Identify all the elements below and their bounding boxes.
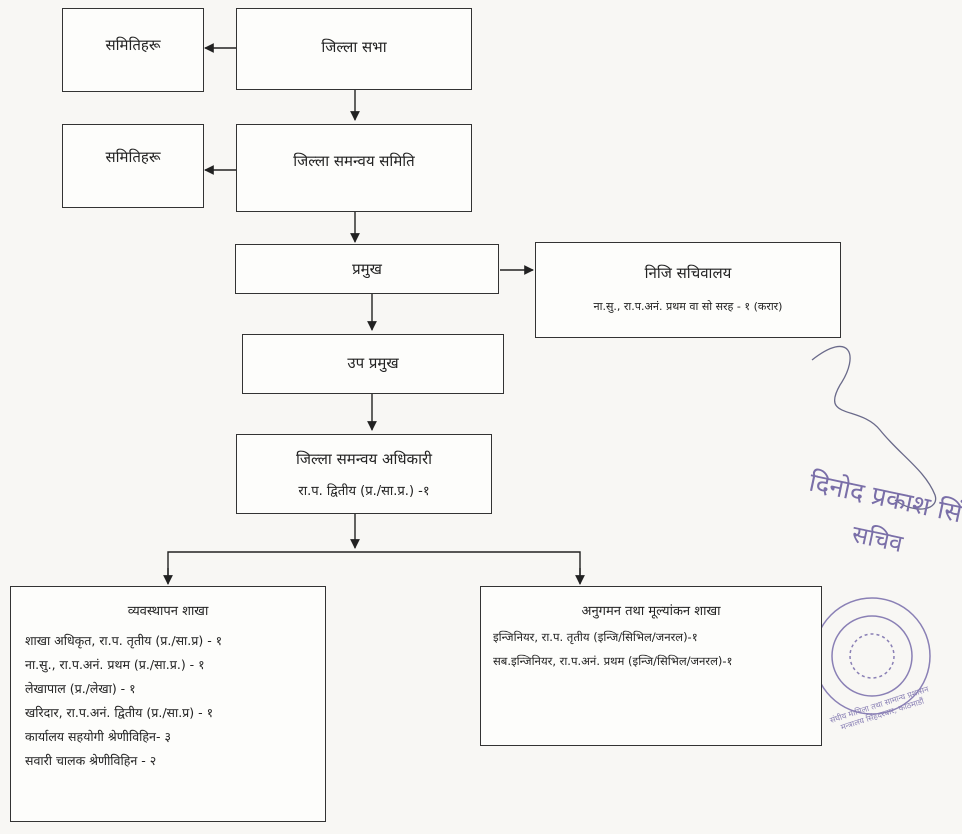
admin-branch-list: शाखा अधिकृत, रा.प. तृतीय (प्र./सा.प्र) -… [25,629,222,773]
admin-branch-row: खरिदार, रा.प.अनं. द्वितीय (प्र./सा.प्र) … [25,705,214,720]
monitoring-branch-list: इन्जिनियर, रा.प. तृतीय (इन्जि/सिभिल/जनरल… [493,625,733,673]
coordination-committee-label: जिल्ला समन्वय समिति [293,152,415,170]
monitoring-branch-row: सब.इन्जिनियर, रा.प.अनं. प्रथम (इन्जि/सिभ… [493,654,733,668]
chief-label: प्रमुख [352,260,382,278]
admin-branch-row: लेखापाल (प्र./लेखा) - १ [25,681,136,696]
admin-branch-row: ना.सु., रा.प.अनं. प्रथम (प्र./सा.प्र.) -… [25,657,205,672]
committees-box-1: समितिहरू [62,8,204,92]
coordination-officer-title: जिल्ला समन्वय अधिकारी [295,450,432,468]
admin-branch-title: व्यवस्थापन शाखा [127,604,209,619]
committees-label-2: समितिहरू [105,148,161,166]
deputy-chief-box: उप प्रमुख [242,334,504,394]
chief-box: प्रमुख [235,244,499,294]
coordination-officer-detail: रा.प. द्वितीय (प्र./सा.प्र.) -१ [298,484,430,499]
committees-label-1: समितिहरू [105,36,161,54]
coordination-committee-box: जिल्ला समन्वय समिति [236,124,472,212]
committees-box-2: समितिहरू [62,124,204,208]
admin-branch-box: व्यवस्थापन शाखा शाखा अधिकृत, रा.प. तृतीय… [10,586,326,822]
private-secretariat-title: निजि सचिवालय [644,264,732,282]
admin-branch-row: कार्यालय सहयोगी श्रेणीविहिन- ३ [25,729,171,744]
monitoring-branch-title: अनुगमन तथा मूल्यांकन शाखा [581,604,721,619]
signature-scribble [811,346,937,510]
branch-split-line [167,551,581,582]
admin-branch-row: शाखा अधिकृत, रा.प. तृतीय (प्र./सा.प्र) -… [25,633,223,648]
monitoring-branch-box: अनुगमन तथा मूल्यांकन शाखा इन्जिनियर, रा.… [480,586,822,746]
district-assembly-label: जिल्ला सभा [321,38,387,56]
district-assembly-box: जिल्ला सभा [236,8,472,90]
private-secretariat-box: निजि सचिवालय ना.सु., रा.प.अनं. प्रथम वा … [535,242,841,338]
admin-branch-row: सवारी चालक श्रेणीविहिन - २ [25,753,157,768]
monitoring-branch-row: इन्जिनियर, रा.प. तृतीय (इन्जि/सिभिल/जनरल… [493,630,698,644]
coordination-officer-box: जिल्ला समन्वय अधिकारी रा.प. द्वितीय (प्र… [236,434,492,514]
private-secretariat-detail: ना.सु., रा.प.अनं. प्रथम वा सो सरह - १ (क… [593,300,783,313]
deputy-chief-label: उप प्रमुख [347,354,399,372]
